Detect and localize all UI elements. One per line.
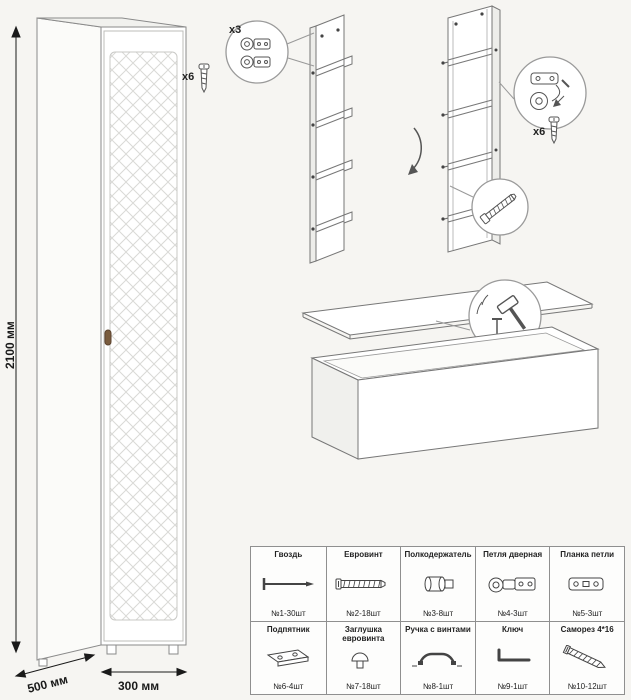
part-cell-shelf-pin: Полкодержатель №3-8шт <box>400 547 475 621</box>
hinge-qty-label: x3 <box>229 24 242 36</box>
screw-qty-label-right: x6 <box>533 126 546 138</box>
part-qty: №8-1шт <box>422 682 454 691</box>
part-name: Гвоздь <box>274 550 303 559</box>
part-name: Планка петли <box>560 550 615 559</box>
screw-icon <box>548 116 560 145</box>
euroscrew-icon <box>335 578 386 590</box>
wardrobe-foot <box>38 658 48 667</box>
screw-hole-dots <box>441 12 498 221</box>
part-cell-handle: Ручка с винтами №8-1шт <box>400 620 475 694</box>
wardrobe-side-panel <box>36 17 102 661</box>
part-qty: №3-8шт <box>422 608 454 618</box>
part-cell-key: Ключ №9-1шт <box>474 620 550 694</box>
screw-icon <box>562 644 607 668</box>
foot-glide-icon <box>267 649 310 667</box>
euroscrew-callout-circle <box>449 178 529 236</box>
wardrobe-foot <box>106 644 117 655</box>
euroscrew-icon <box>479 193 517 225</box>
screw-icon <box>198 63 210 94</box>
width-dimension-arrow <box>100 667 188 677</box>
part-qty: №9-1шт <box>497 682 528 691</box>
part-qty: №6-4шт <box>273 682 304 691</box>
hex-key-icon <box>497 648 531 662</box>
hinge-detail-callout-circle <box>498 56 587 130</box>
part-name: Ключ <box>502 624 524 634</box>
part-qty: №5-3шт <box>572 608 603 618</box>
nail-icon <box>263 577 315 590</box>
parts-table: Гвоздь №1-30шт Евровинт №2-18шт Полкодер… <box>250 546 625 695</box>
part-name: Саморез 4*16 <box>560 624 614 634</box>
hinge-icon <box>240 55 271 69</box>
part-qty: №2-18шт <box>346 608 381 618</box>
part-qty: №10-12шт <box>567 682 607 691</box>
width-dimension-label: 300 мм <box>118 679 160 693</box>
part-qty: №7-18шт <box>346 682 381 691</box>
door-handle <box>104 329 112 346</box>
part-name: Ручка с винтами <box>405 624 471 634</box>
part-name: Петля дверная <box>483 550 543 559</box>
part-name: Подпятник <box>266 624 310 634</box>
wardrobe-foot <box>168 644 179 655</box>
exploded-panel-a <box>309 14 353 264</box>
screw-cap-icon <box>351 653 369 669</box>
part-cell-screw: Саморез 4*16 №10-12шт <box>549 620 624 694</box>
depth-dimension-arrow <box>14 653 96 678</box>
part-qty: №1-30шт <box>270 608 306 618</box>
shelf-pin-icon <box>424 576 454 592</box>
height-dimension-arrow <box>11 25 21 654</box>
hinge-plate-icon <box>568 577 604 591</box>
part-cell-door-hinge: Петля дверная №4-3шт <box>474 547 550 621</box>
part-cell-nail: Гвоздь №1-30шт <box>251 547 326 621</box>
part-cell-euroscrew: Евровинт №2-18шт <box>325 547 401 621</box>
hinge-icon <box>240 37 271 51</box>
hinge-callout-circle <box>225 20 315 84</box>
base-box <box>310 326 600 460</box>
screw-hole-dots <box>311 28 340 231</box>
part-name: Евровинт <box>344 550 383 559</box>
part-cell-foot-glide: Подпятник №6-4шт <box>251 620 326 695</box>
part-name: Заглушка евровинта <box>342 624 385 643</box>
handle-icon <box>411 652 462 667</box>
part-qty: №4-3шт <box>497 608 528 618</box>
hinge-mounting-icon <box>530 72 570 110</box>
height-dimension-label: 2100 мм <box>3 321 17 369</box>
door-quilt-pattern <box>109 51 178 621</box>
part-cell-hinge-plate: Планка петли №5-3шт <box>549 547 624 621</box>
hammer-icon <box>476 294 527 340</box>
part-cell-screw-cap: Заглушка евровинта №7-18шт <box>325 620 401 694</box>
part-name: Полкодержатель <box>404 550 472 559</box>
join-direction-arrow <box>408 127 422 175</box>
wardrobe-illustration <box>36 17 187 667</box>
screw-qty-label-left: x6 <box>182 71 195 83</box>
door-hinge-icon <box>488 577 536 593</box>
